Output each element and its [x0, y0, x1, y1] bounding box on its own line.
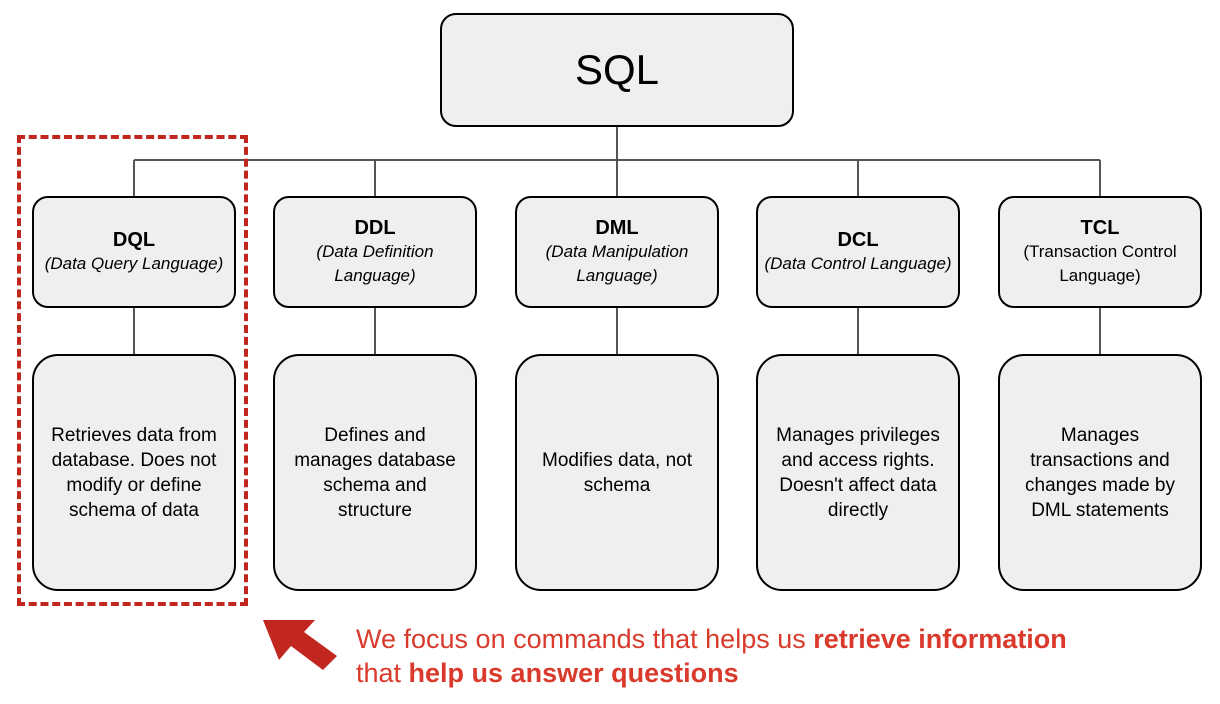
dql-highlight-frame	[17, 135, 248, 606]
category-full-name: (Data Manipulation Language)	[545, 242, 689, 285]
category-node-dql: DQL (Data Query Language)	[32, 196, 236, 308]
description-text: Modifies data, not schema	[542, 449, 692, 496]
description-text: Manages privileges and access rights. Do…	[776, 424, 940, 521]
category-node-ddl: DDL (Data Definition Language)	[273, 196, 477, 308]
category-node-tcl: TCL (Transaction Control Language)	[998, 196, 1202, 308]
focus-note-line-2: that help us answer questions	[356, 658, 739, 688]
description-node-dml: Modifies data, not schema	[515, 354, 719, 591]
focus-note-emphasis-1: retrieve information	[813, 624, 1067, 654]
sql-root-title: SQL	[574, 46, 660, 93]
description-text: Retrieves data from database. Does not m…	[51, 424, 217, 521]
sql-root-node: SQL	[440, 13, 794, 127]
focus-note: We focus on commands that helps us retri…	[356, 622, 1067, 690]
description-node-tcl: Manages transactions and changes made by…	[998, 354, 1202, 591]
arrow-icon	[263, 620, 337, 670]
focus-note-line-1: We focus on commands that helps us retri…	[356, 624, 1067, 654]
focus-note-emphasis-2: help us answer questions	[408, 658, 739, 688]
category-abbr: TCL	[1080, 217, 1120, 239]
description-node-ddl: Defines and manages database schema and …	[273, 354, 477, 591]
category-full-name: (Data Query Language)	[44, 254, 224, 273]
category-abbr: DDL	[354, 217, 396, 239]
description-text: Defines and manages database schema and …	[294, 424, 456, 521]
description-node-dql: Retrieves data from database. Does not m…	[32, 354, 236, 591]
category-abbr: DQL	[112, 229, 156, 251]
category-abbr: DCL	[837, 229, 879, 251]
description-text: Manages transactions and changes made by…	[1025, 424, 1175, 521]
category-full-name: (Data Definition Language)	[316, 242, 434, 285]
description-node-dcl: Manages privileges and access rights. Do…	[756, 354, 960, 591]
category-node-dcl: DCL (Data Control Language)	[756, 196, 960, 308]
category-full-name: (Transaction Control Language)	[1023, 242, 1177, 285]
category-abbr: DML	[595, 217, 639, 239]
category-node-dml: DML (Data Manipulation Language)	[515, 196, 719, 308]
category-full-name: (Data Control Language)	[764, 254, 952, 273]
